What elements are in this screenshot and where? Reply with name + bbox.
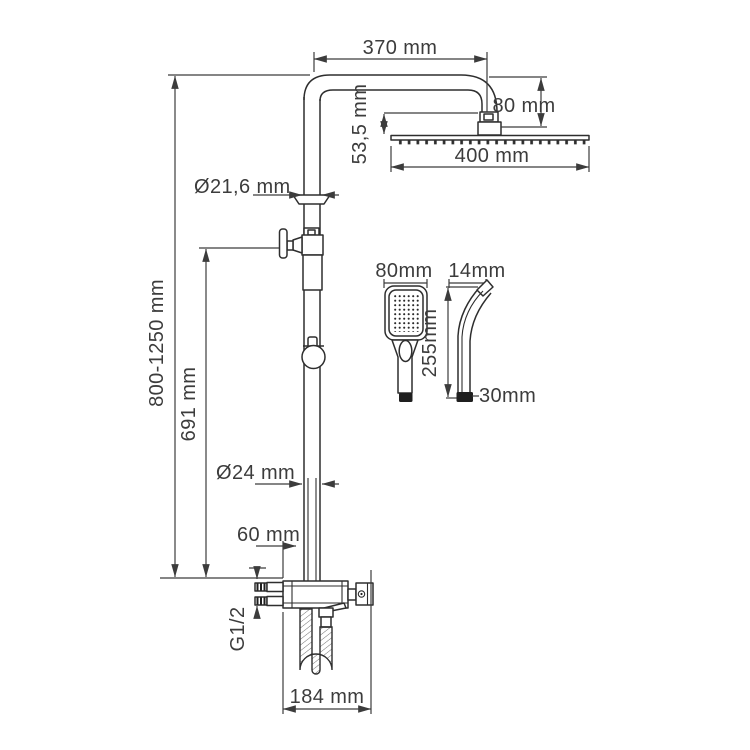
handshower-face-width-label: 80mm bbox=[375, 260, 432, 282]
profile-top-cap bbox=[476, 279, 494, 297]
dim-bracket-height-label: 691 mm bbox=[178, 367, 200, 442]
profile-inlet-cap bbox=[456, 392, 473, 402]
arm-right-bend-outer bbox=[460, 74, 498, 113]
mode-button bbox=[398, 339, 413, 363]
dim-lower-pipe-label: Ø24 mm bbox=[216, 462, 295, 484]
profile-front-edge bbox=[457, 286, 481, 393]
hose-nut bbox=[318, 607, 334, 618]
handshower-side-view: 14mm 255mm 30mm bbox=[419, 260, 536, 407]
head-base-block bbox=[477, 121, 502, 136]
head-nozzle-row bbox=[394, 140, 586, 145]
pipe-joint-flange bbox=[292, 194, 331, 205]
profile-back-edge bbox=[469, 292, 492, 393]
dim-head-height: 53,5 mm bbox=[349, 84, 478, 165]
dim-arm-reach: 370 mm bbox=[313, 37, 488, 112]
dim-head-height-label: 53,5 mm bbox=[349, 84, 371, 165]
handshower-head-depth-label: 14mm bbox=[448, 260, 505, 282]
dim-outlet-offset-label: 60 mm bbox=[237, 524, 300, 546]
dim-column-height: 800-1250 mm bbox=[146, 74, 310, 579]
bracket-cone bbox=[292, 236, 303, 254]
handle-stem bbox=[347, 588, 357, 601]
stub-collar bbox=[266, 595, 284, 607]
inlet-stub-upper bbox=[254, 581, 284, 593]
stub-collar bbox=[266, 581, 284, 593]
handshower-front-view: 80mm bbox=[375, 260, 432, 402]
bracket-stem bbox=[286, 240, 294, 251]
handle-screw-center bbox=[360, 592, 363, 596]
dim-arm-reach-label: 370 mm bbox=[363, 37, 438, 59]
dim-thread-size-label: G1/2 bbox=[227, 607, 249, 652]
head-plate bbox=[390, 134, 590, 141]
profile-face-line bbox=[461, 290, 484, 393]
wall-bracket bbox=[278, 227, 324, 291]
bracket-body bbox=[301, 234, 324, 256]
dim-mixer-width-label: 184 mm bbox=[290, 686, 365, 708]
shower-hose bbox=[299, 607, 334, 675]
handle-inlet-cap bbox=[399, 393, 413, 402]
thread-bar bbox=[260, 597, 262, 605]
dim-head-width-label: 400 mm bbox=[455, 145, 530, 167]
dim-upper-pipe-label: Ø21,6 mm bbox=[194, 176, 291, 198]
slider-holder bbox=[301, 336, 326, 370]
bracket-knob bbox=[278, 228, 288, 259]
holder-ring bbox=[301, 344, 326, 370]
dim-outlet-offset: 60 mm bbox=[237, 524, 300, 578]
dim-head-width: 400 mm bbox=[390, 145, 590, 172]
hose-collar bbox=[320, 616, 332, 628]
dim-mixer-width: 184 mm bbox=[282, 570, 372, 714]
thread-bar bbox=[260, 583, 262, 591]
flange-cone bbox=[292, 194, 331, 205]
thread-bar bbox=[263, 597, 266, 605]
head-connector-detail bbox=[483, 113, 494, 121]
dim-arm-drop-label: 80 mm bbox=[492, 95, 555, 117]
mixer-body bbox=[254, 580, 374, 613]
dim-lower-pipe-diameter: Ø24 mm bbox=[216, 462, 339, 488]
riser-pipe bbox=[303, 97, 321, 582]
handshower-length-label: 255mm bbox=[419, 309, 441, 378]
dim-upper-pipe-diameter: Ø21,6 mm bbox=[194, 176, 339, 199]
rain-head bbox=[390, 111, 590, 145]
spray-nozzle-grid bbox=[393, 294, 419, 332]
thread-bar bbox=[263, 583, 266, 591]
shower-arm bbox=[303, 74, 498, 113]
dim-bracket-height: 691 mm bbox=[178, 247, 279, 578]
thread-bar bbox=[256, 597, 259, 605]
handshower-handle-depth-label: 30mm bbox=[479, 385, 536, 407]
dim-column-height-label: 800-1250 mm bbox=[146, 279, 168, 407]
thread-bar bbox=[256, 583, 259, 591]
dim-thread-size: G1/2 bbox=[227, 566, 266, 652]
arm-outer-top bbox=[303, 74, 461, 101]
handle-screw bbox=[357, 590, 366, 598]
arm-inner-bottom bbox=[319, 89, 468, 102]
bracket-sleeve bbox=[302, 254, 323, 291]
inlet-stub-lower bbox=[254, 595, 284, 607]
dim-arm-drop: 80 mm bbox=[489, 76, 555, 128]
arm-right-bend-inner bbox=[467, 89, 483, 113]
hose-loop bbox=[299, 608, 333, 675]
